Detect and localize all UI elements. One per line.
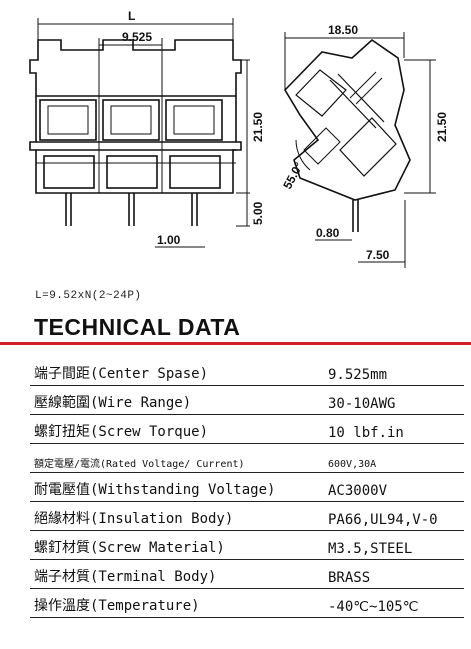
spec-label: 額定電壓/電流(Rated Voltage/ Current) (34, 459, 245, 470)
technical-data-title: TECHNICAL DATA (34, 314, 241, 340)
dim-pin-offset: 0.80 (316, 226, 340, 240)
dim-angle: 55.0° (280, 160, 306, 192)
spec-value: AC3000V (328, 483, 388, 499)
dim-pin-length: 5.00 (251, 201, 265, 225)
spec-value: M3.5,STEEL (328, 541, 413, 557)
spec-label: 端子材質(Terminal Body) (34, 569, 217, 585)
spec-value: BRASS (328, 570, 371, 586)
spec-label: 操作溫度(Temperature) (34, 598, 200, 614)
dim-pin-width: 1.00 (157, 233, 181, 247)
spec-row: 端子間距(Center Spase) 9.525mm (30, 358, 470, 386)
dim-height-side: 21.50 (435, 112, 449, 142)
spec-row: 耐電壓值(Withstanding Voltage) AC3000V (30, 474, 470, 502)
spec-row: 絕緣材料(Insulation Body) PA66,UL94,V-0 (30, 503, 470, 531)
spec-value: -40℃~105℃ (328, 599, 419, 615)
spec-label: 壓線範圍(Wire Range) (34, 395, 192, 411)
spec-underline (30, 559, 464, 560)
dim-base: 7.50 (366, 248, 390, 262)
spec-value: 600V,30A (328, 459, 377, 470)
spec-row: 螺釘材質(Screw Material) M3.5,STEEL (30, 532, 470, 560)
spec-underline (30, 530, 464, 531)
title-divider (0, 342, 471, 345)
spec-underline (30, 443, 464, 444)
spec-underline (30, 385, 464, 386)
spec-value: PA66,UL94,V-0 (328, 512, 438, 528)
dim-height-front: 21.50 (251, 112, 265, 142)
dim-depth: 18.50 (328, 23, 358, 37)
spec-label: 螺釘材質(Screw Material) (34, 540, 225, 556)
spec-value: 9.525mm (328, 367, 388, 383)
spec-underline (30, 588, 464, 589)
spec-value: 10 lbf.in (328, 425, 404, 441)
spec-label: 螺釘扭矩(Screw Torque) (34, 424, 209, 440)
side-view-body (283, 38, 411, 201)
spec-row: 壓線範圍(Wire Range) 30-10AWG (30, 387, 470, 415)
dim-length: L (128, 9, 135, 23)
spec-row: 螺釘扭矩(Screw Torque) 10 lbf.in (30, 416, 470, 444)
spec-underline (30, 501, 464, 502)
front-view-body (29, 39, 242, 194)
spec-label: 端子間距(Center Spase) (34, 366, 209, 382)
spec-label: 耐電壓值(Withstanding Voltage) (34, 482, 276, 498)
length-formula: L=9.52xN(2~24P) (35, 290, 142, 302)
spec-underline (30, 414, 464, 415)
spec-value: 30-10AWG (328, 396, 396, 412)
spec-row: 額定電壓/電流(Rated Voltage/ Current) 600V,30A (30, 445, 470, 473)
spec-label: 絕緣材料(Insulation Body) (34, 511, 234, 527)
spec-underline (30, 472, 464, 473)
technical-drawing: L 9.525 21.50 5.00 1.00 18.50 21.50 55.0… (29, 9, 449, 268)
dim-pitch: 9.525 (122, 30, 152, 44)
spec-underline (30, 617, 464, 618)
spec-row: 端子材質(Terminal Body) BRASS (30, 561, 470, 589)
spec-row: 操作溫度(Temperature) -40℃~105℃ (30, 590, 470, 618)
